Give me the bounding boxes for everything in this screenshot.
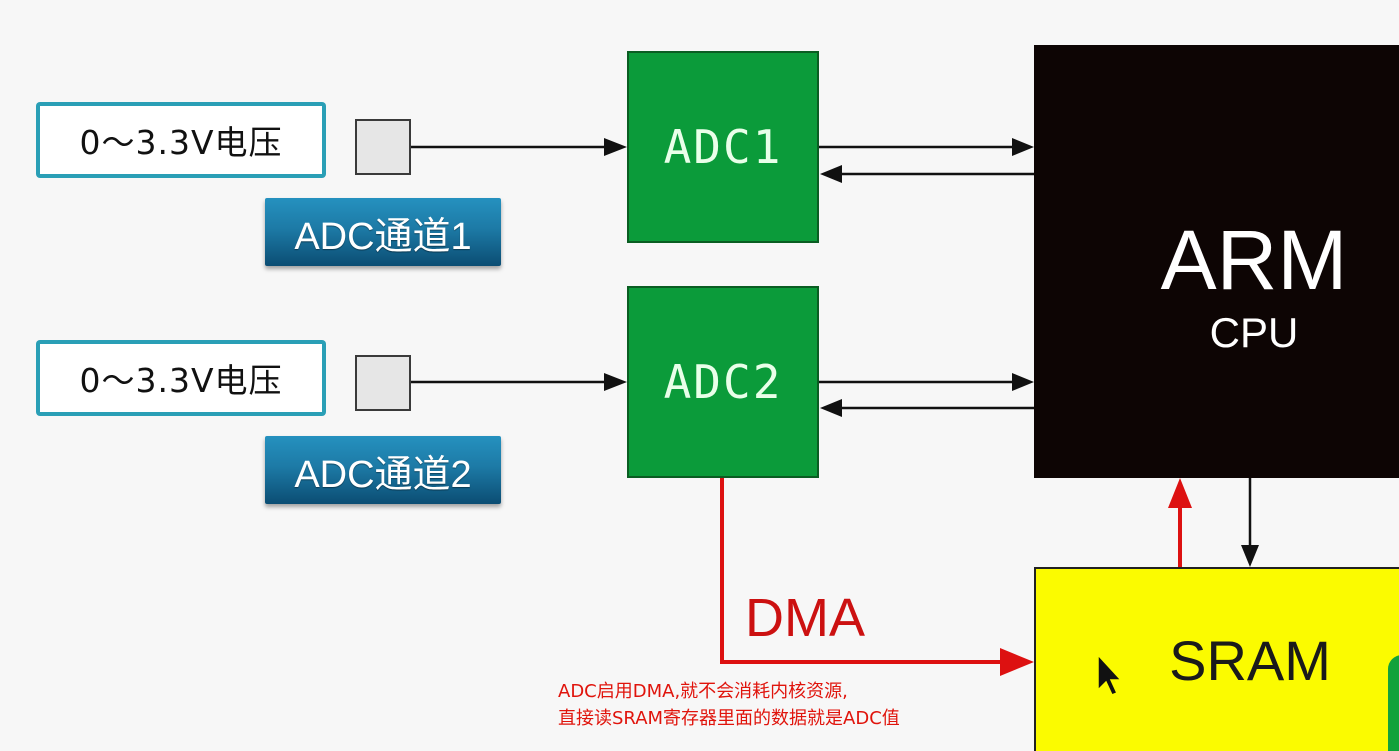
arrow-terminal1-to-adc1: [411, 138, 627, 156]
cpu-subtitle: CPU: [1209, 309, 1299, 356]
annotation-line-2: 直接读SRAM寄存器里面的数据就是ADC值: [558, 708, 900, 729]
sram-label: SRAM: [1169, 629, 1331, 692]
arrow-adc1-to-cpu: [819, 138, 1034, 156]
input-terminal-2: [355, 355, 411, 411]
arrow-cpu-to-sram: [1241, 478, 1259, 567]
arrow-terminal2-to-adc2: [411, 373, 627, 391]
green-edge-tab: [1388, 655, 1399, 751]
adc-channel-1-label: ADC通道1: [265, 198, 501, 266]
dma-path-adc2-to-sram: [720, 478, 1034, 676]
sram-block: [1034, 567, 1399, 751]
annotation-note: ADC启用DMA,就不会消耗内核资源, 直接读SRAM寄存器里面的数据就是ADC…: [558, 678, 900, 732]
cpu-title: ARM: [1160, 213, 1348, 307]
arrow-adc2-to-cpu: [819, 373, 1034, 391]
arm-cpu-block: [1034, 45, 1399, 478]
annotation-line-1: ADC启用DMA,就不会消耗内核资源,: [558, 681, 848, 702]
arrow-cpu-to-adc1: [820, 165, 1034, 183]
voltage-source-1: 0～3.3V电压: [36, 102, 326, 178]
voltage-source-2-label: 0～3.3V电压: [39, 343, 323, 413]
dma-label: DMA: [745, 588, 865, 648]
mouse-cursor-icon: [1097, 653, 1123, 696]
voltage-source-2: 0～3.3V电压: [36, 340, 326, 416]
arrow-cpu-to-adc2: [820, 399, 1034, 417]
input-terminal-1: [355, 119, 411, 175]
adc1-block: ADC1: [627, 51, 819, 243]
arrow-sram-to-cpu: [1168, 478, 1192, 567]
adc-channel-2-label: ADC通道2: [265, 436, 501, 504]
voltage-source-1-label: 0～3.3V电压: [39, 105, 323, 175]
adc2-block: ADC2: [627, 286, 819, 478]
